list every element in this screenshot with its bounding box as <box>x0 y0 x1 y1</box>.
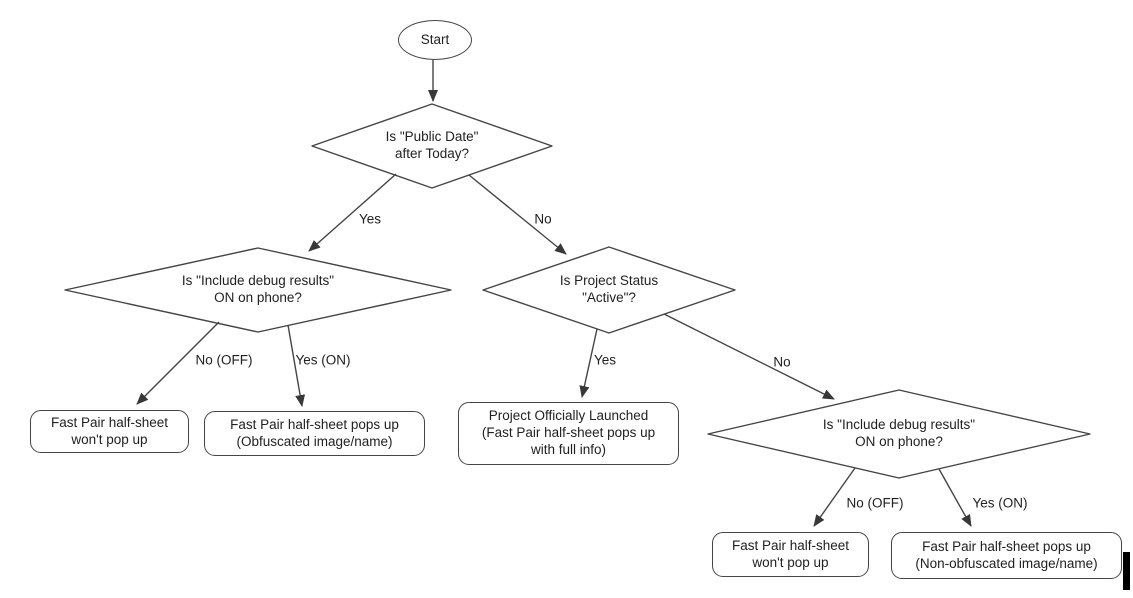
decision-debug-left: Is "Include debug results" ON on phone? <box>65 248 451 332</box>
decision-public-date-label: Is "Public Date" after Today? <box>385 129 479 161</box>
decision-shape-public-date <box>311 103 553 189</box>
arrow-project-status-yes <box>579 328 598 398</box>
result-no-popup-right: Fast Pair half-sheet won't pop up <box>712 532 869 577</box>
arrow-public-date-no <box>468 174 567 255</box>
decision-debug-right-label: Is "Include debug results" ON on phone? <box>822 417 976 449</box>
edge-label-yes-on-right: Yes (ON) <box>972 495 1028 511</box>
arrow-debug-left-yes-on <box>287 324 306 407</box>
result-no-popup-left: Fast Pair half-sheet won't pop up <box>30 410 189 453</box>
decision-project-status: Is Project Status "Active"? <box>483 247 735 333</box>
node-start: Start <box>398 20 472 60</box>
arrow-debug-right-yes-on <box>938 468 972 527</box>
arrow-debug-right-no-off <box>813 467 856 527</box>
result-launched-label: Project Officially Launched (Fast Pair h… <box>481 408 656 457</box>
edge-label-no-mid: No <box>773 354 791 370</box>
node-start-label: Start <box>420 31 450 47</box>
decision-shape-debug-left <box>64 247 452 333</box>
edge-label-yes-on-left: Yes (ON) <box>295 352 351 368</box>
result-no-popup-left-label: Fast Pair half-sheet won't pop up <box>50 414 169 447</box>
text-cursor <box>1123 552 1130 590</box>
edge-label-yes-mid: Yes <box>593 352 617 368</box>
decision-debug-right: Is "Include debug results" ON on phone? <box>708 390 1090 478</box>
decision-debug-left-label: Is "Include debug results" ON on phone? <box>181 273 335 305</box>
decision-shape-project-status <box>482 246 736 334</box>
arrow-public-date-yes <box>308 173 397 252</box>
result-launched: Project Officially Launched (Fast Pair h… <box>458 402 679 465</box>
edge-label-no-off-left: No (OFF) <box>195 352 253 368</box>
edge-label-yes-top: Yes <box>358 211 382 227</box>
result-no-popup-right-label: Fast Pair half-sheet won't pop up <box>731 537 850 570</box>
result-obfuscated-label: Fast Pair half-sheet pops up (Obfuscated… <box>230 416 399 449</box>
edge-label-no-top: No <box>534 211 552 227</box>
decision-public-date: Is "Public Date" after Today? <box>312 104 552 188</box>
decision-project-status-label: Is Project Status "Active"? <box>559 273 659 305</box>
edge-label-no-off-right: No (OFF) <box>846 495 904 511</box>
arrow-debug-left-no-off <box>136 321 220 405</box>
result-non-obfuscated: Fast Pair half-sheet pops up (Non-obfusc… <box>891 532 1122 579</box>
result-non-obfuscated-label: Fast Pair half-sheet pops up (Non-obfusc… <box>915 538 1098 571</box>
result-obfuscated: Fast Pair half-sheet pops up (Obfuscated… <box>204 411 425 456</box>
decision-shape-debug-right <box>707 389 1091 479</box>
arrow-project-status-no <box>663 313 835 400</box>
